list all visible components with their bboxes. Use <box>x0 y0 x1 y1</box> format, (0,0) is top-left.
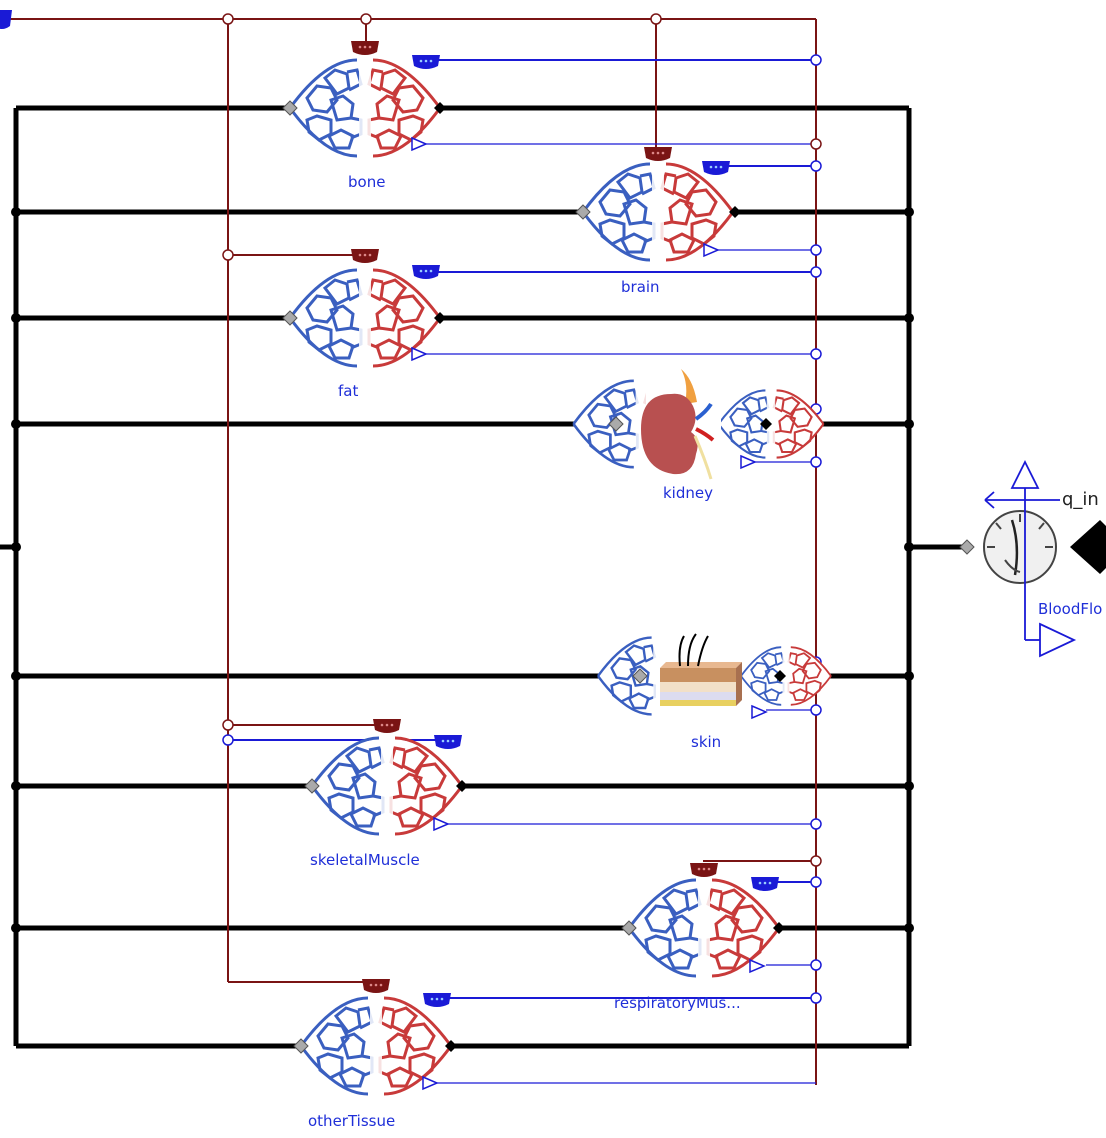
tissue-label: fat <box>338 382 358 400</box>
outflow-signal-lines <box>424 143 816 1084</box>
output-label: q_in <box>1062 489 1099 510</box>
tissue-other[interactable]: otherTissue <box>293 979 457 1130</box>
gauge-icon <box>987 514 1053 576</box>
red-signal-bus <box>0 18 817 1085</box>
tissue-label: kidney <box>663 484 713 502</box>
tissue-fat[interactable]: fat <box>282 249 446 400</box>
tissue-label: skin <box>691 733 721 751</box>
tissue-respiratory-muscle[interactable]: respiratoryMus... <box>614 863 785 1012</box>
sensor-label: BloodFlo <box>1038 600 1102 618</box>
blood-flow-sensor[interactable]: q_in BloodFlo <box>959 459 1106 658</box>
tissue-label: bone <box>348 173 385 191</box>
blue-connection-nodes <box>222 54 822 1004</box>
junction-dots <box>11 207 914 933</box>
tissue-skeletal-muscle[interactable]: skeletalMuscle <box>304 719 468 869</box>
skin-layers-icon <box>660 633 742 706</box>
tissue-brain[interactable]: brain <box>575 147 741 296</box>
tissue-label: otherTissue <box>308 1112 395 1130</box>
tissue-bone[interactable]: bone <box>282 41 446 191</box>
tissue-skin[interactable]: skin <box>596 631 832 751</box>
tissue-kidney[interactable]: kidney <box>572 369 825 502</box>
tissue-label: brain <box>621 278 660 296</box>
connection-nodes <box>222 13 822 867</box>
tissue-label: respiratoryMus... <box>614 994 741 1012</box>
input-port-blue[interactable] <box>0 10 12 29</box>
tissue-label: skeletalMuscle <box>310 851 420 869</box>
kidney-icon <box>641 369 715 480</box>
